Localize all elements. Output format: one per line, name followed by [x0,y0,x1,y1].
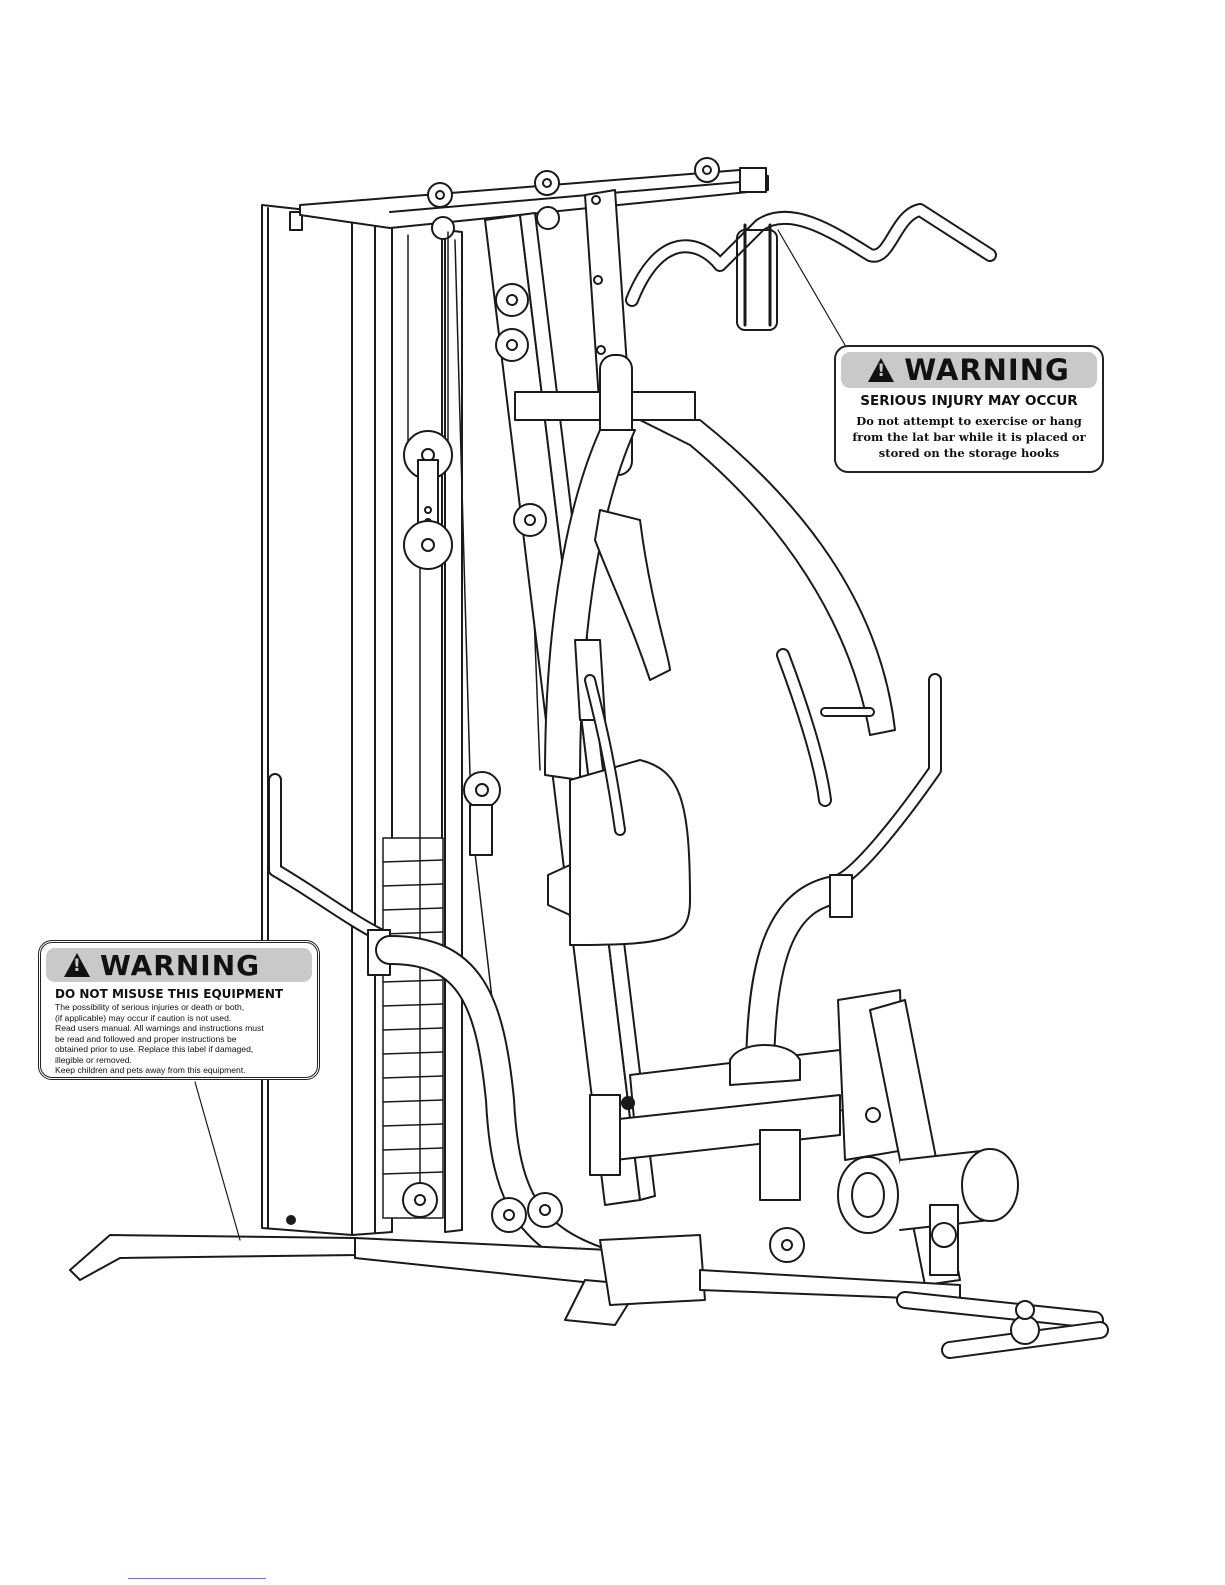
warning-line: Keep children and pets away from this eq… [55,1065,246,1075]
warning-heading: WARNING [904,353,1070,387]
warning-line: be read and followed and proper instruct… [55,1033,237,1044]
lat-bar [625,203,997,331]
warning-header: WARNING [841,352,1097,388]
warning-left-leader [194,1081,241,1241]
warning-line: obtained prior to use. Replace this labe… [55,1044,254,1054]
lat-bar-warning-label: WARNING SERIOUS INJURY MAY OCCUR Do not … [834,345,1104,473]
leg-rollers [837,1148,1019,1276]
warning-subheading: DO NOT MISUSE THIS EQUIPMENT [55,987,284,1001]
warning-body: Do not attempt to exercise or hang from … [836,413,1102,461]
warning-line: illegible or removed. [55,1054,132,1065]
back-pad [544,419,896,946]
warning-line: Do not attempt to exercise or hang [856,414,1082,428]
top-frame [299,157,769,240]
warning-line: from the lat bar while it is placed or [852,430,1086,444]
floating-pulley [403,430,453,570]
footer-link-underline[interactable] [128,1578,266,1579]
warning-line: The possibility of serious injuries or d… [55,1002,245,1012]
weight-stack-column [261,204,463,1236]
warning-line: (if applicable) may occur if caution is … [55,1012,232,1023]
base-frame [69,1234,1109,1359]
warning-heading: WARNING [100,948,261,982]
equipment-misuse-warning-label: WARNING DO NOT MISUSE THIS EQUIPMENT The… [38,940,320,1080]
leg-tube [375,874,853,1280]
warning-line: Read users manual. All warnings and inst… [55,1023,264,1033]
warning-triangle-icon [64,953,90,977]
warning-top-leader [777,229,846,346]
warning-subheading: SERIOUS INJURY MAY OCCUR [860,393,1078,409]
warning-header: WARNING [46,948,312,982]
press-strap [574,509,671,836]
warning-line: stored on the storage hooks [878,446,1060,460]
lower-pulleys [402,1096,881,1263]
warning-triangle-icon [868,358,895,382]
warning-body: The possibility of serious injuries or d… [55,1002,311,1076]
